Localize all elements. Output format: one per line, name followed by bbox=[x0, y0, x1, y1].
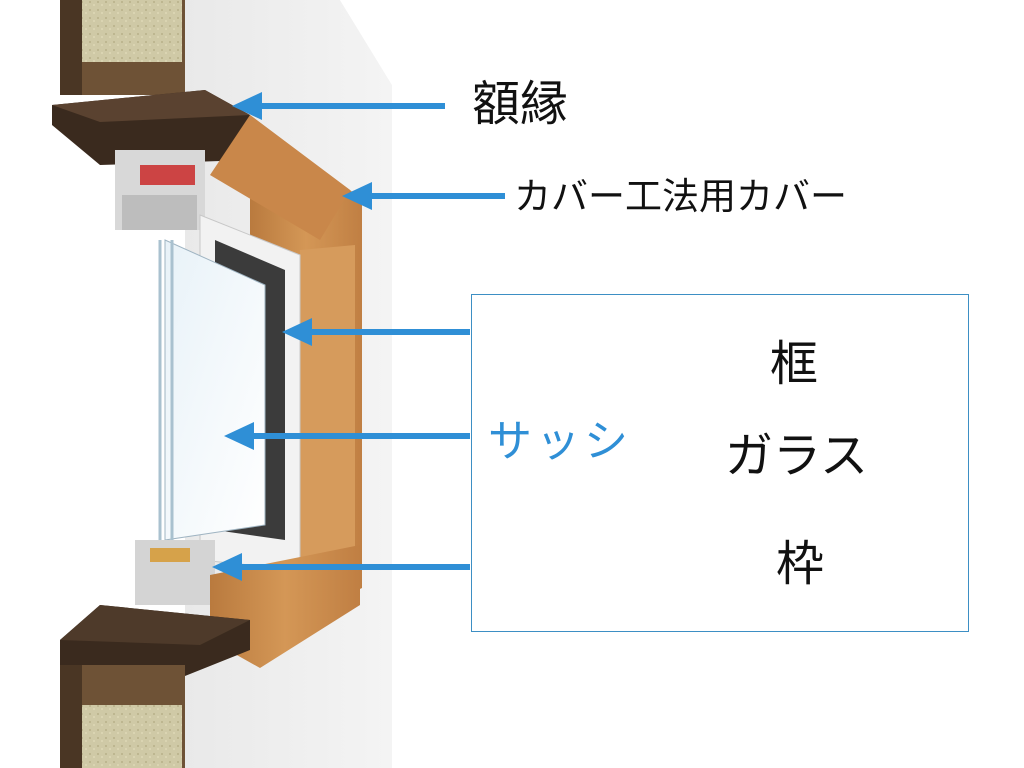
label-cover: カバー工法用カバー bbox=[514, 175, 847, 218]
top-insulation bbox=[82, 0, 182, 62]
arrow-cover bbox=[342, 182, 505, 210]
label-frame: 框 bbox=[770, 336, 819, 392]
label-sash: サッシ bbox=[488, 416, 632, 467]
sash-legend-box bbox=[471, 294, 969, 632]
arrow-waku bbox=[212, 553, 470, 581]
label-glass: ガラス bbox=[725, 428, 869, 484]
glass-pane bbox=[164, 239, 266, 541]
label-gakubuchi: 額縁 bbox=[472, 76, 569, 132]
bottom-insulation bbox=[82, 705, 182, 768]
arrow-frame bbox=[282, 318, 470, 346]
label-waku: 枠 bbox=[776, 536, 825, 592]
arrow-glass bbox=[224, 422, 470, 450]
arrow-gakubuchi bbox=[232, 92, 445, 120]
